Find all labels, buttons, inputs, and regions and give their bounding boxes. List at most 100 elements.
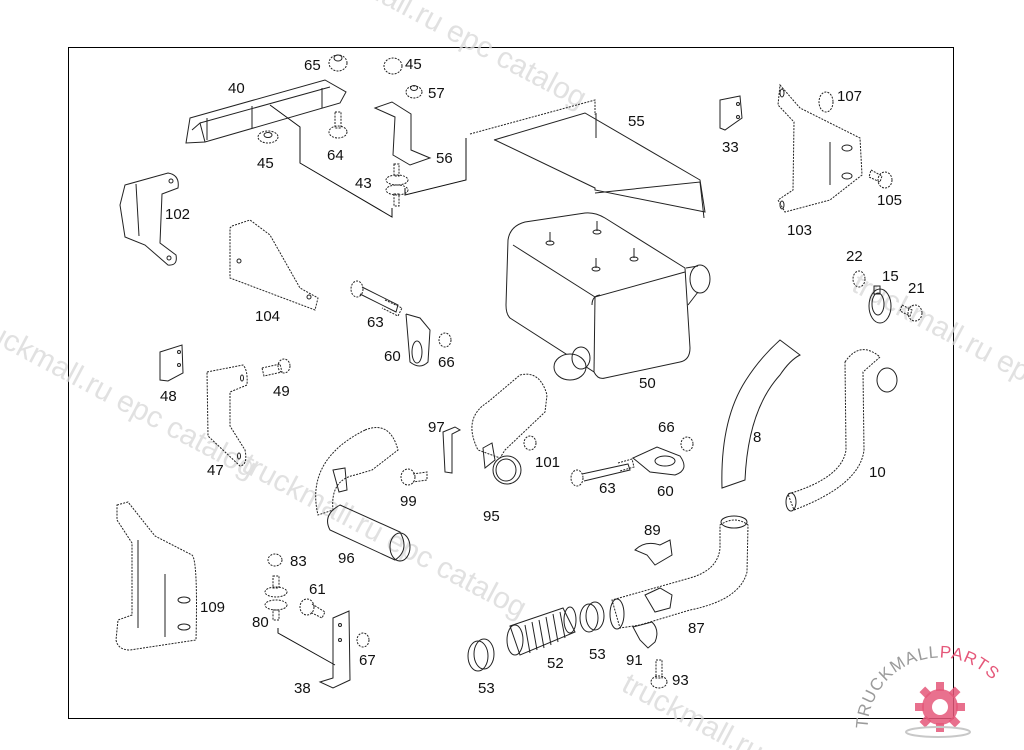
part-67-nut[interactable] bbox=[356, 632, 370, 648]
part-56-bracket[interactable] bbox=[373, 101, 432, 166]
leader-line bbox=[269, 104, 393, 218]
part-45-washer[interactable] bbox=[257, 130, 279, 144]
callout-83[interactable]: 83 bbox=[290, 553, 307, 570]
part-15-clamp[interactable] bbox=[868, 285, 892, 324]
callout-53[interactable]: 53 bbox=[478, 680, 495, 697]
part-57-nut[interactable] bbox=[405, 85, 423, 99]
part-38-bracket[interactable] bbox=[318, 610, 351, 689]
part-89-clamp[interactable] bbox=[634, 539, 673, 566]
callout-10[interactable]: 10 bbox=[869, 464, 886, 481]
part-40-support-rail[interactable] bbox=[185, 79, 347, 144]
callout-87[interactable]: 87 bbox=[688, 620, 705, 637]
callout-8[interactable]: 8 bbox=[753, 429, 761, 446]
callout-65[interactable]: 65 bbox=[304, 57, 321, 74]
part-66-nut[interactable] bbox=[680, 436, 694, 452]
callout-109[interactable]: 109 bbox=[200, 599, 225, 616]
part-83-nut[interactable] bbox=[267, 553, 283, 567]
part-53-hose-clamp[interactable] bbox=[579, 601, 605, 633]
part-60-clamp[interactable] bbox=[632, 446, 685, 476]
callout-48[interactable]: 48 bbox=[160, 388, 177, 405]
callout-91[interactable]: 91 bbox=[626, 652, 643, 669]
part-21-bolt[interactable] bbox=[899, 304, 923, 322]
callout-45[interactable]: 45 bbox=[405, 56, 422, 73]
part-109-bracket[interactable] bbox=[115, 501, 197, 651]
callout-64[interactable]: 64 bbox=[327, 147, 344, 164]
part-101-nut[interactable] bbox=[523, 435, 537, 451]
callout-104[interactable]: 104 bbox=[255, 308, 280, 325]
callout-45[interactable]: 45 bbox=[257, 155, 274, 172]
callout-96[interactable]: 96 bbox=[338, 550, 355, 567]
part-63-long-bolt[interactable] bbox=[570, 458, 635, 487]
part-66-nut[interactable] bbox=[438, 332, 452, 348]
callout-60[interactable]: 60 bbox=[384, 348, 401, 365]
part-22-washer[interactable] bbox=[852, 270, 866, 288]
part-104-bracket[interactable] bbox=[229, 219, 319, 311]
part-8-pipe[interactable] bbox=[721, 339, 801, 489]
part-10-pipe[interactable] bbox=[785, 349, 898, 512]
part-43-rubber-mount[interactable] bbox=[385, 163, 409, 207]
part-99-bolt[interactable] bbox=[400, 468, 428, 486]
callout-99[interactable]: 99 bbox=[400, 493, 417, 510]
part-55-heat-shield[interactable] bbox=[469, 99, 706, 219]
callout-53[interactable]: 53 bbox=[589, 646, 606, 663]
callout-67[interactable]: 67 bbox=[359, 652, 376, 669]
part-47-bracket[interactable] bbox=[206, 364, 248, 467]
callout-103[interactable]: 103 bbox=[787, 222, 812, 239]
callout-43[interactable]: 43 bbox=[355, 175, 372, 192]
callout-80[interactable]: 80 bbox=[252, 614, 269, 631]
callout-107[interactable]: 107 bbox=[837, 88, 862, 105]
callout-56[interactable]: 56 bbox=[436, 150, 453, 167]
part-105-bolt[interactable] bbox=[868, 169, 893, 189]
callout-49[interactable]: 49 bbox=[273, 383, 290, 400]
part-60-clamp[interactable] bbox=[405, 313, 431, 367]
callout-102[interactable]: 102 bbox=[165, 206, 190, 223]
callout-66[interactable]: 66 bbox=[658, 419, 675, 436]
callout-47[interactable]: 47 bbox=[207, 462, 224, 479]
part-96-pipe[interactable] bbox=[315, 427, 411, 562]
callout-66[interactable]: 66 bbox=[438, 354, 455, 371]
part-80-rubber-mount[interactable] bbox=[264, 575, 288, 621]
callout-89[interactable]: 89 bbox=[644, 522, 661, 539]
callout-63[interactable]: 63 bbox=[367, 314, 384, 331]
callout-33[interactable]: 33 bbox=[722, 139, 739, 156]
part-95-elbow-pipe[interactable] bbox=[471, 373, 548, 485]
part-93-bolt[interactable] bbox=[650, 659, 668, 689]
part-50-muffler[interactable] bbox=[505, 212, 711, 381]
part-103-bracket[interactable] bbox=[777, 83, 863, 213]
part-52-flex-pipe[interactable] bbox=[506, 606, 577, 656]
part-33-plate[interactable] bbox=[719, 95, 743, 131]
callout-15[interactable]: 15 bbox=[882, 268, 899, 285]
callout-61[interactable]: 61 bbox=[309, 581, 326, 598]
callout-38[interactable]: 38 bbox=[294, 680, 311, 697]
callout-55[interactable]: 55 bbox=[628, 113, 645, 130]
part-49-bolt[interactable] bbox=[261, 358, 291, 377]
gear-icon bbox=[905, 682, 971, 738]
callout-105[interactable]: 105 bbox=[877, 192, 902, 209]
callout-63[interactable]: 63 bbox=[599, 480, 616, 497]
part-45-nut[interactable] bbox=[383, 57, 403, 75]
part-63-long-bolt[interactable] bbox=[350, 280, 403, 317]
callout-97[interactable]: 97 bbox=[428, 419, 445, 436]
part-65-nut[interactable] bbox=[328, 54, 348, 72]
part-87-tailpipe[interactable] bbox=[609, 515, 749, 630]
callout-101[interactable]: 101 bbox=[535, 454, 560, 471]
part-107-washer[interactable] bbox=[818, 91, 834, 113]
part-53-hose-clamp[interactable] bbox=[467, 638, 495, 672]
part-97-bracket[interactable] bbox=[442, 426, 462, 474]
callout-52[interactable]: 52 bbox=[547, 655, 564, 672]
callout-95[interactable]: 95 bbox=[483, 508, 500, 525]
part-48-plate[interactable] bbox=[159, 344, 184, 382]
callout-60[interactable]: 60 bbox=[657, 483, 674, 500]
callout-21[interactable]: 21 bbox=[908, 280, 925, 297]
callout-93[interactable]: 93 bbox=[672, 672, 689, 689]
callout-40[interactable]: 40 bbox=[228, 80, 245, 97]
part-91-clamp[interactable] bbox=[632, 621, 658, 649]
part-61-bolt[interactable] bbox=[299, 598, 326, 619]
callout-57[interactable]: 57 bbox=[428, 85, 445, 102]
callout-22[interactable]: 22 bbox=[846, 248, 863, 265]
watermark-text: truckmall.ru epc catalog bbox=[237, 447, 532, 625]
callout-50[interactable]: 50 bbox=[639, 375, 656, 392]
part-64-bolt[interactable] bbox=[328, 111, 348, 139]
part-102-bracket[interactable] bbox=[119, 172, 179, 266]
